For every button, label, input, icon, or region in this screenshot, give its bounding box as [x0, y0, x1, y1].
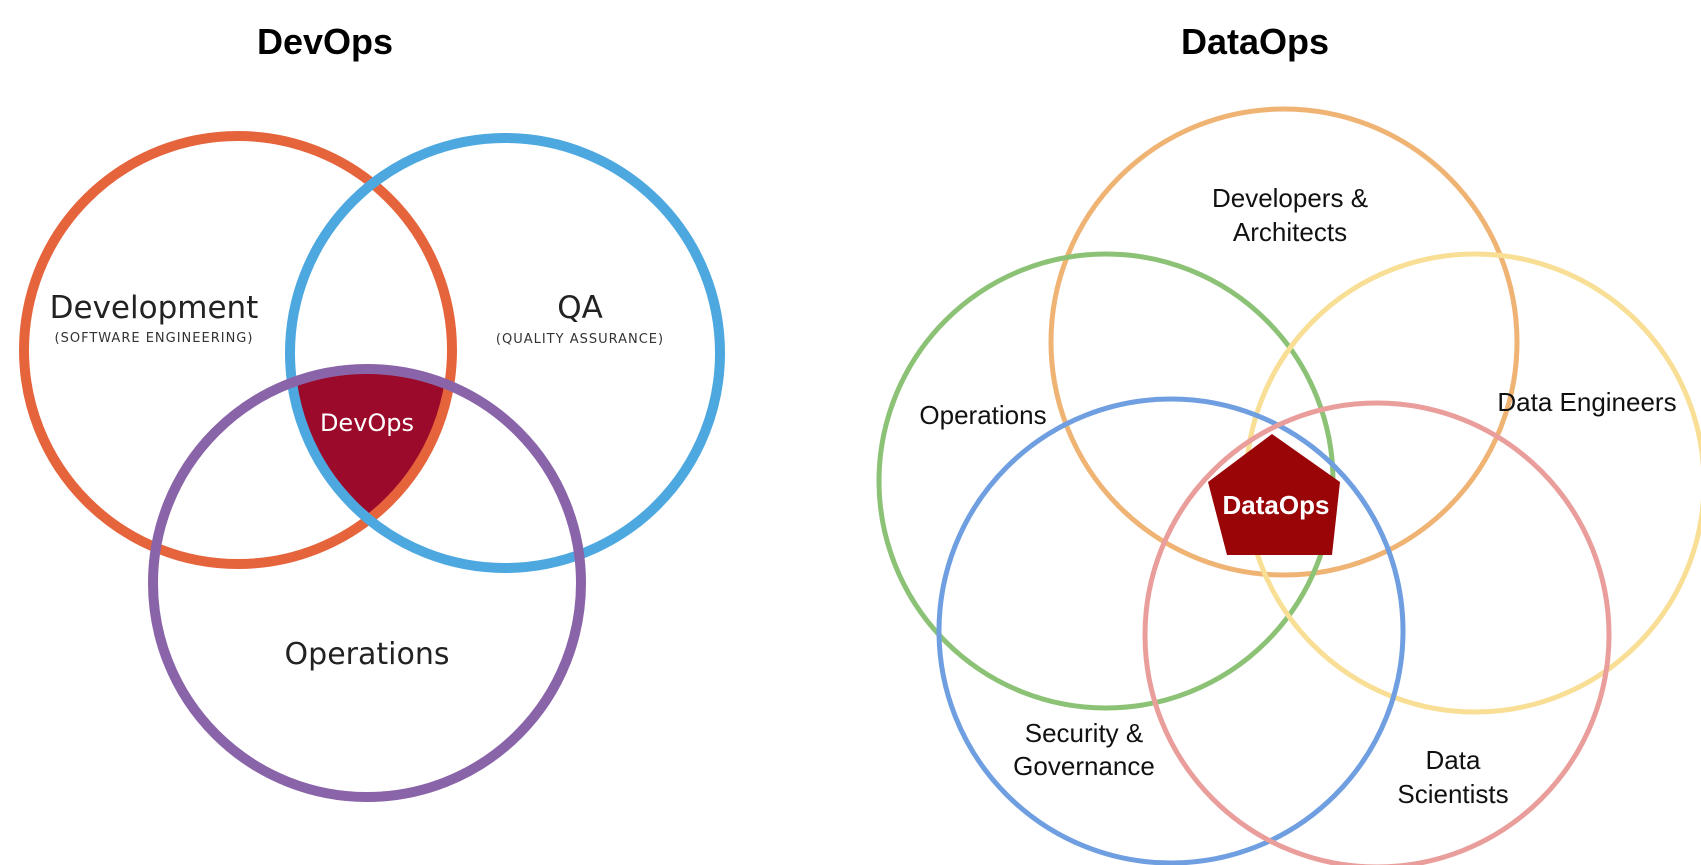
qa-circle: [285, 133, 725, 573]
security-governance-circle: [936, 396, 1406, 865]
dataops-title: DataOps: [1181, 21, 1329, 62]
developers-architects-label-line2: Architects: [1233, 217, 1347, 247]
operations-label: Operations: [285, 637, 450, 672]
operations-dataops-label: Operations: [919, 400, 1046, 430]
data-scientists-label-line2: Scientists: [1397, 779, 1508, 809]
devops-center-label: DevOps: [320, 409, 414, 437]
qa-label: QA: [557, 290, 603, 326]
security-governance-label-line2: Governance: [1013, 751, 1155, 781]
dataops-center-label: DataOps: [1223, 490, 1330, 520]
operations-circle: [148, 364, 586, 802]
developers-architects-label-line1: Developers &: [1212, 183, 1368, 213]
development-sublabel: (SOFTWARE ENGINEERING): [55, 331, 254, 346]
data-engineers-label: Data Engineers: [1497, 387, 1676, 417]
data-scientists-circle: [1142, 400, 1612, 865]
dataops-center-pentagon: [1208, 434, 1340, 555]
data-scientists-label-line1: Data: [1426, 745, 1481, 775]
devops-diagram: DevOps Development (SOFTWARE ENGINEERING…: [19, 21, 725, 802]
qa-sublabel: (QUALITY ASSURANCE): [496, 332, 664, 347]
security-governance-label-line1: Security &: [1025, 718, 1144, 748]
devops-title: DevOps: [257, 21, 393, 62]
development-circle: [19, 131, 457, 569]
devops-intersection: [290, 369, 452, 564]
development-label: Development: [50, 290, 259, 326]
devops-center-region: [290, 369, 452, 564]
dataops-diagram: DataOps Developers & Architects Operatio…: [876, 21, 1701, 865]
developers-architects-circle: [1048, 106, 1520, 578]
